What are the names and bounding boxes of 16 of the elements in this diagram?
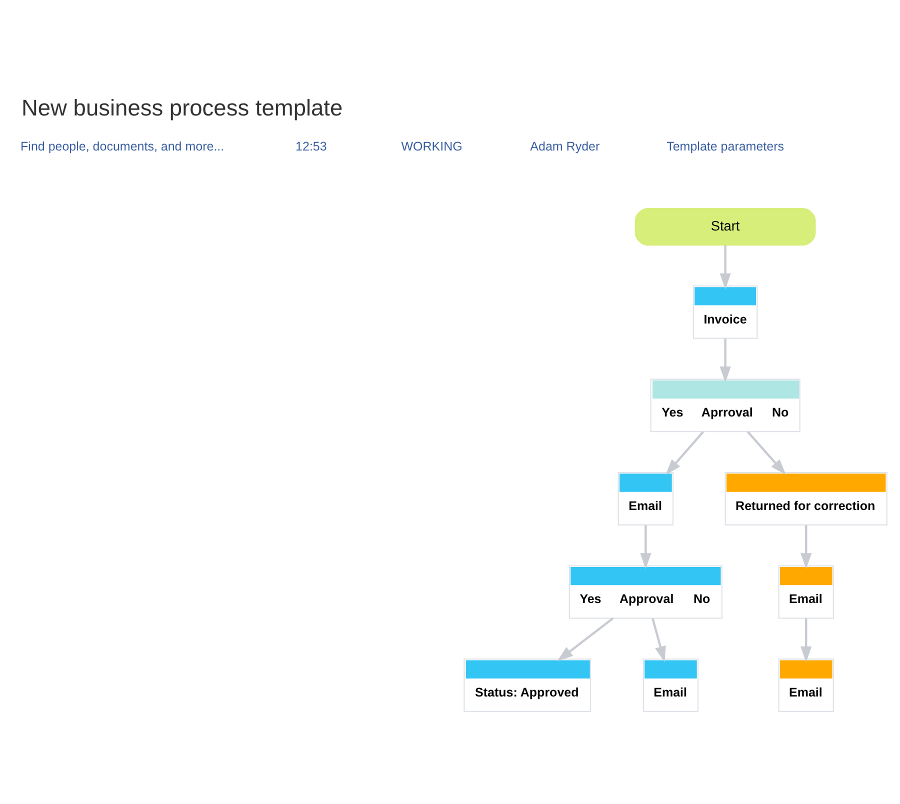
arrow: [800, 525, 812, 570]
arrow: [557, 617, 614, 662]
arrow: [746, 431, 786, 475]
diagram-title: New business process template: [21, 94, 343, 120]
arrow: [800, 618, 812, 662]
arrow: [652, 618, 666, 662]
label: 12:53: [296, 139, 327, 154]
arrow: [720, 245, 731, 290]
label: Template parameters: [666, 139, 784, 154]
label: WORKING: [401, 139, 462, 154]
arrow: [665, 431, 704, 475]
node-box: Start: [634, 208, 816, 246]
arrow: [640, 525, 652, 570]
label: Adam Ryder: [530, 139, 600, 154]
label: Find people, documents, and more...: [20, 139, 224, 154]
arrow: [720, 338, 731, 382]
